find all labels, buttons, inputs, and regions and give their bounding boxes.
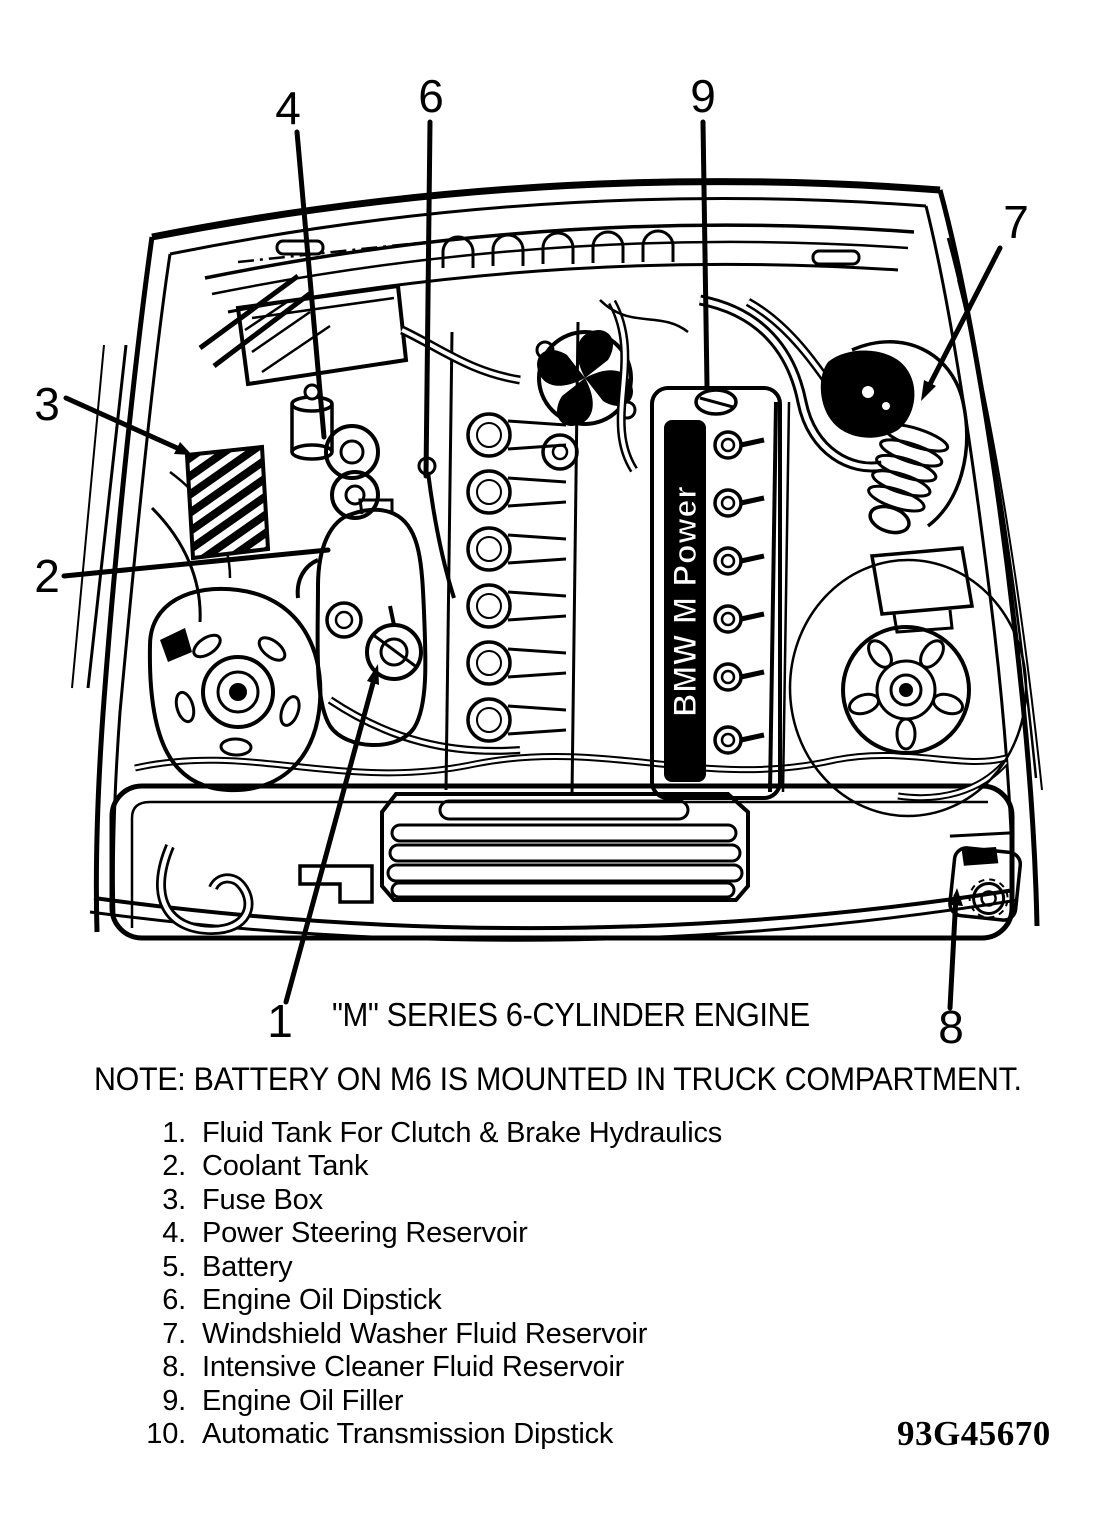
callout-8: 8 xyxy=(938,888,964,1053)
legend-item-8: 8. Intensive Cleaner Fluid Reservoir xyxy=(128,1351,722,1384)
electronics-box xyxy=(235,283,409,387)
wiper-motor xyxy=(324,424,380,480)
washer-reservoir xyxy=(851,340,969,528)
legend-item-label: Fuse Box xyxy=(202,1183,323,1216)
intake-runner xyxy=(466,412,568,458)
bumper-edge xyxy=(93,888,1015,931)
washer-filler-bellows xyxy=(867,422,950,535)
callouts: 1 2 3 4 6 7 xyxy=(34,70,1029,1053)
callout-2: 2 xyxy=(34,547,331,602)
svg-text:1: 1 xyxy=(267,995,293,1047)
legend-item-label: Coolant Tank xyxy=(202,1150,369,1183)
legend-item-number: 4. xyxy=(162,1217,186,1250)
front-support xyxy=(89,752,1019,942)
legend-item-6: 6. Engine Oil Dipstick xyxy=(128,1284,722,1317)
vent-arch xyxy=(591,230,625,263)
legend-item-number: 1. xyxy=(162,1117,186,1149)
body-outline xyxy=(71,178,1043,933)
legend-item-label: Intensive Cleaner Fluid Reservoir xyxy=(202,1351,625,1384)
callout-4: 4 xyxy=(275,82,327,440)
coolant-tank xyxy=(315,498,428,747)
hose xyxy=(295,558,319,599)
legend-item-5: 5. Battery xyxy=(128,1251,722,1284)
cleaner-reservoir xyxy=(948,831,1023,922)
legend-item-1: 1. Fluid Tank For Clutch & Brake Hydraul… xyxy=(128,1117,722,1150)
legend-item-number: 3. xyxy=(162,1183,186,1216)
callout-9: 9 xyxy=(690,70,716,389)
legend-item-label: Engine Oil Dipstick xyxy=(202,1284,442,1317)
battery-note: NOTE: BATTERY ON M6 IS MOUNTED IN TRUCK … xyxy=(94,1061,1022,1097)
legend-item-label: Automatic Transmission Dipstick xyxy=(202,1418,614,1451)
vent-arch xyxy=(441,235,475,268)
right-equipment xyxy=(698,294,1009,802)
right-strut-tower xyxy=(788,558,1028,818)
legend-item-number: 7. xyxy=(162,1317,186,1350)
oil-filler-cap xyxy=(694,388,738,416)
legend-item-label: Engine Oil Filler xyxy=(202,1384,404,1417)
fuel-rail xyxy=(768,401,778,793)
callout-6: 6 xyxy=(418,70,444,479)
valve-cover-stripe xyxy=(664,420,706,782)
figure-caption: "M" SERIES 6-CYLINDER ENGINE xyxy=(332,996,810,1033)
legend-item-label: Battery xyxy=(202,1250,293,1283)
legend-item-number: 10. xyxy=(146,1418,186,1451)
vent-arch xyxy=(641,229,675,262)
legend-item-number: 8. xyxy=(162,1351,186,1384)
svg-text:8: 8 xyxy=(938,1001,964,1053)
bumper-edge xyxy=(89,898,1019,942)
legend-item-label: Fluid Tank For Clutch & Brake Hydraulics xyxy=(202,1117,723,1149)
legend-item-4: 4. Power Steering Reservoir xyxy=(128,1217,722,1250)
tow-bracket xyxy=(298,864,374,904)
engine-bay-illustration: BMW M Power xyxy=(34,70,1043,1053)
vent-arch xyxy=(541,231,575,264)
svg-text:7: 7 xyxy=(1003,196,1029,248)
left-equipment xyxy=(150,273,521,755)
legend-item-number: 2. xyxy=(162,1150,186,1183)
legend-item-10: 10. Automatic Transmission Dipstick xyxy=(128,1418,722,1451)
figure-code: 93G45670 xyxy=(897,1414,1051,1453)
spark-plugs xyxy=(715,432,764,753)
pump-pulley xyxy=(330,470,380,520)
legend-item-number: 6. xyxy=(162,1284,186,1317)
callout-7: 7 xyxy=(921,196,1029,401)
legend-item-number: 9. xyxy=(162,1384,186,1417)
legend-item-number: 5. xyxy=(162,1250,186,1283)
clutch-brake-fluid-tank xyxy=(365,605,423,681)
svg-text:9: 9 xyxy=(690,70,716,122)
legend-item-label: Power Steering Reservoir xyxy=(202,1217,528,1250)
svg-text:3: 3 xyxy=(34,378,60,430)
legend-item-3: 3. Fuse Box xyxy=(128,1184,722,1217)
fuse-box xyxy=(184,444,271,561)
engine-block xyxy=(400,299,689,796)
svg-text:2: 2 xyxy=(34,550,60,602)
legend-item-label: Windshield Washer Fluid Reservoir xyxy=(202,1317,648,1350)
relay-bracket xyxy=(869,546,975,616)
radiator-panel xyxy=(380,792,750,902)
legend-item-9: 9. Engine Oil Filler xyxy=(128,1385,722,1418)
callout-3: 3 xyxy=(34,378,192,455)
vent-arch xyxy=(491,233,525,266)
valve-cover: BMW M Power xyxy=(650,386,791,800)
svg-text:6: 6 xyxy=(418,70,444,122)
legend-item-2: 2. Coolant Tank xyxy=(128,1150,722,1183)
legend-list: 1. Fluid Tank For Clutch & Brake Hydraul… xyxy=(128,1117,722,1452)
valve-cover-text: BMW M Power xyxy=(667,485,703,716)
legend-item-7: 7. Windshield Washer Fluid Reservoir xyxy=(128,1318,722,1351)
callout-1: 1 xyxy=(267,664,379,1047)
svg-text:4: 4 xyxy=(275,82,301,134)
power-steering-reservoir xyxy=(290,383,334,461)
